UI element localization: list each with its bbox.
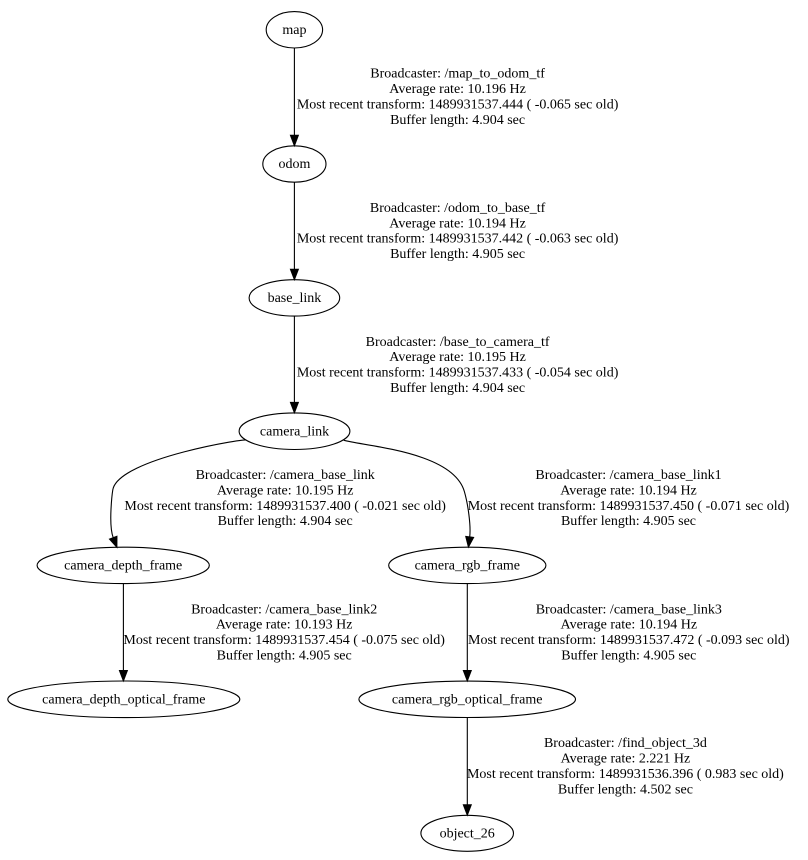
- svg-text:Broadcaster: /odom_to_base_tf: Broadcaster: /odom_to_base_tf: [370, 201, 546, 216]
- svg-text:Broadcaster: /camera_base_link: Broadcaster: /camera_base_link1: [535, 468, 721, 483]
- svg-text:Broadcaster: /camera_base_link: Broadcaster: /camera_base_link3: [536, 602, 722, 617]
- svg-text:Most recent transform: 1489931: Most recent transform: 1489931537.450 ( …: [468, 499, 790, 514]
- svg-text:camera_rgb_optical_frame: camera_rgb_optical_frame: [392, 693, 543, 708]
- svg-text:camera_depth_optical_frame: camera_depth_optical_frame: [42, 693, 205, 708]
- svg-text:Broadcaster: /base_to_camera_t: Broadcaster: /base_to_camera_tf: [366, 335, 550, 350]
- svg-text:base_link: base_link: [268, 291, 322, 306]
- svg-text:Buffer length: 4.502 sec: Buffer length: 4.502 sec: [558, 782, 693, 797]
- svg-text:Broadcaster: /find_object_3d: Broadcaster: /find_object_3d: [544, 736, 707, 751]
- svg-text:Buffer length: 4.905 sec: Buffer length: 4.905 sec: [217, 648, 352, 663]
- svg-text:Average rate: 10.194 Hz: Average rate: 10.194 Hz: [561, 618, 698, 633]
- svg-text:Most recent transform: 1489931: Most recent transform: 1489931537.433 ( …: [297, 366, 619, 381]
- svg-text:Most recent transform: 1489931: Most recent transform: 1489931537.472 ( …: [468, 633, 790, 648]
- svg-text:Average rate: 10.193 Hz: Average rate: 10.193 Hz: [216, 618, 353, 633]
- svg-text:Most recent transform: 1489931: Most recent transform: 1489931537.400 ( …: [124, 499, 446, 514]
- svg-text:Average rate: 10.195 Hz: Average rate: 10.195 Hz: [389, 350, 526, 365]
- svg-text:object_26: object_26: [440, 827, 495, 842]
- svg-text:Broadcaster: /map_to_odom_tf: Broadcaster: /map_to_odom_tf: [370, 67, 545, 82]
- svg-text:camera_depth_frame: camera_depth_frame: [64, 559, 182, 574]
- svg-text:Most recent transform: 1489931: Most recent transform: 1489931537.442 ( …: [297, 232, 619, 247]
- svg-text:Average rate: 10.196 Hz: Average rate: 10.196 Hz: [389, 82, 526, 97]
- svg-text:Buffer length: 4.904 sec: Buffer length: 4.904 sec: [218, 514, 353, 529]
- svg-text:Buffer length: 4.904 sec: Buffer length: 4.904 sec: [390, 381, 525, 396]
- svg-text:Buffer length: 4.905 sec: Buffer length: 4.905 sec: [561, 514, 696, 529]
- svg-text:Most recent transform: 1489931: Most recent transform: 1489931537.444 ( …: [297, 97, 619, 112]
- svg-text:Average rate: 10.194 Hz: Average rate: 10.194 Hz: [560, 483, 697, 498]
- svg-text:Buffer length: 4.905 sec: Buffer length: 4.905 sec: [561, 648, 696, 663]
- svg-text:odom: odom: [278, 157, 310, 172]
- svg-text:camera_link: camera_link: [260, 424, 329, 439]
- svg-text:Average rate: 2.221 Hz: Average rate: 2.221 Hz: [561, 752, 691, 767]
- svg-text:Broadcaster: /camera_base_link: Broadcaster: /camera_base_link2: [191, 602, 377, 617]
- svg-text:Average rate: 10.194 Hz: Average rate: 10.194 Hz: [389, 216, 526, 231]
- svg-text:Most recent transform: 1489931: Most recent transform: 1489931537.454 ( …: [123, 633, 445, 648]
- svg-text:Buffer length: 4.905 sec: Buffer length: 4.905 sec: [390, 247, 525, 262]
- svg-text:Average rate: 10.195 Hz: Average rate: 10.195 Hz: [217, 483, 354, 498]
- svg-text:Buffer length: 4.904 sec: Buffer length: 4.904 sec: [390, 113, 525, 128]
- svg-text:Broadcaster: /camera_base_link: Broadcaster: /camera_base_link: [196, 468, 375, 483]
- svg-text:map: map: [282, 23, 306, 38]
- svg-text:camera_rgb_frame: camera_rgb_frame: [415, 559, 520, 574]
- svg-text:Most recent transform: 1489931: Most recent transform: 1489931536.396 ( …: [467, 767, 784, 782]
